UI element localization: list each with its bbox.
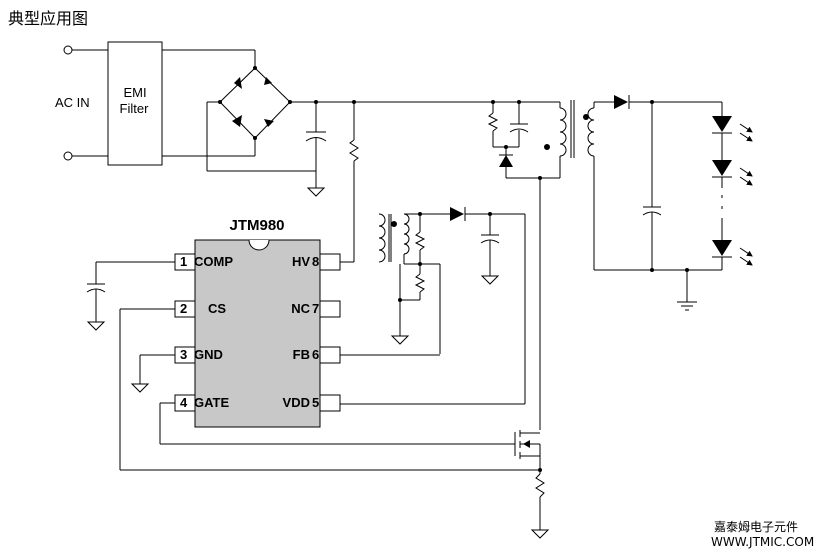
hv-resistor [340,102,359,263]
emi-label: EMI [123,85,146,100]
pin-4-label: GATE [194,395,229,410]
filter-label: Filter [120,101,150,116]
pin-2-num: 2 [180,301,187,316]
pin-2-label: CS [208,301,226,316]
pin-8-num: 8 [312,254,319,269]
pin-7-label: NC [291,301,310,316]
watermark-company: 嘉泰姆电子元件 [714,520,798,534]
pin-5-label: VDD [283,395,310,410]
pin-3-num: 3 [180,347,187,362]
bulk-capacitor [305,102,327,197]
output-stage [594,95,753,311]
pin-1-label: COMP [194,254,233,269]
chip-name: JTM980 [229,217,284,234]
pin-3-label: GND [194,347,223,362]
pin-1-num: 1 [180,254,187,269]
watermark-url: WWW.JTMIC.COM [711,535,814,549]
power-mosfet [514,178,550,539]
pin-6-num: 6 [312,347,319,362]
aux-winding [378,207,526,404]
emi-filter: EMI Filter [107,41,255,166]
pin-6-label: FB [293,347,310,362]
bridge-rectifier [206,50,316,172]
pin-4-num: 4 [180,395,188,410]
pin-5-num: 5 [312,395,319,410]
diagram-heading: 典型应用图 [8,9,88,28]
watermark: 嘉泰姆电子元件 WWW.JTMIC.COM [711,520,814,549]
ac-input: AC IN [55,45,108,161]
jtm980-ic: JTM980 1 COMP 2 CS 3 GND 4 GATE HV 8 NC … [174,217,341,428]
ac-in-label: AC IN [55,95,90,110]
pin-7-num: 7 [312,301,319,316]
rcd-snubber [487,102,529,178]
flyback-transformer [506,100,595,270]
ic-wiring [86,261,540,471]
pin-8-label: HV [292,254,310,269]
